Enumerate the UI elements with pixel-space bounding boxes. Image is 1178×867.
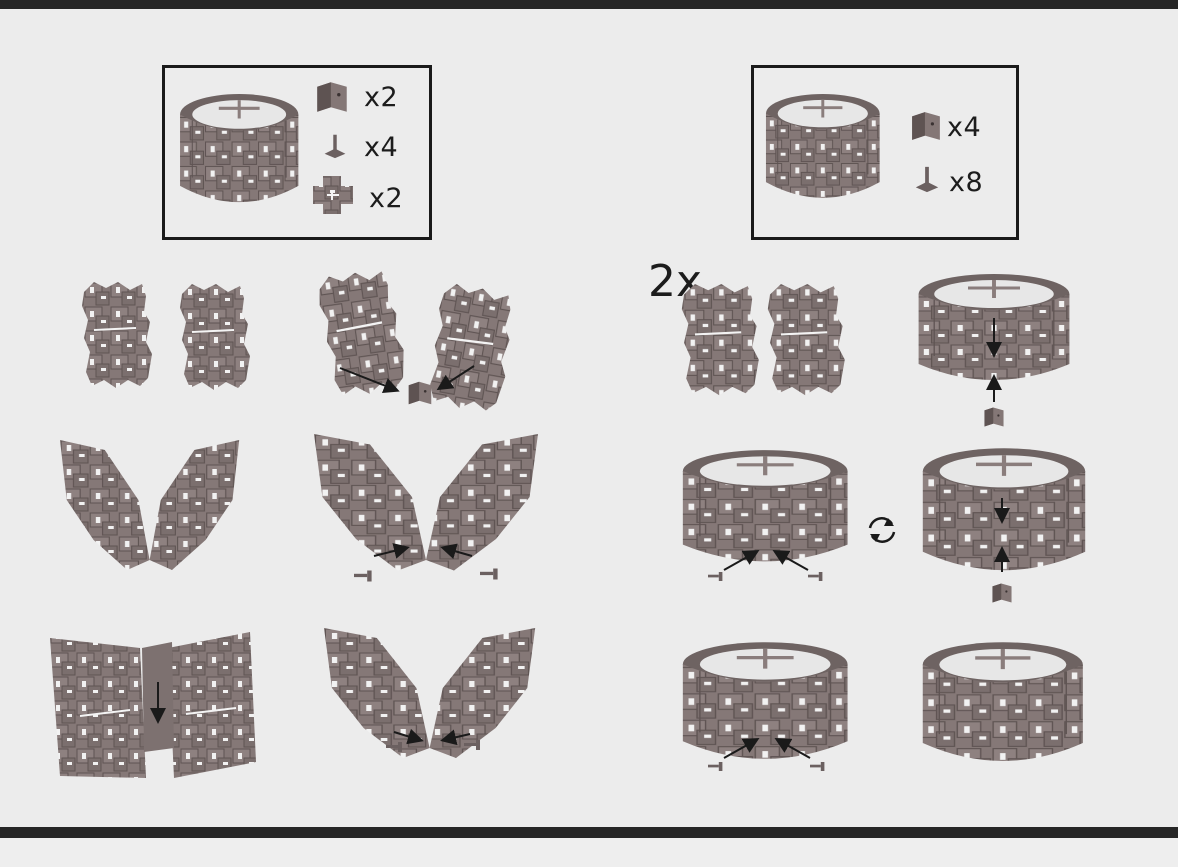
step-9-assembly — [683, 450, 848, 581]
left-box-pin-icon — [325, 135, 346, 158]
step-2-assembly — [316, 268, 520, 415]
step-12-finished-ring — [923, 642, 1083, 761]
right-box-bracket-icon — [912, 112, 940, 140]
left-box-assembled-ring — [180, 94, 298, 202]
left-box-cross-panel-icon — [313, 176, 353, 214]
step-6-assembly — [324, 628, 535, 758]
step-7-assembly — [682, 284, 845, 395]
step-10-assembly — [923, 448, 1085, 602]
step-4-assembly — [314, 434, 538, 582]
left-box-bracket-icon — [317, 82, 346, 111]
step-3-assembly — [60, 440, 239, 570]
right-box-pin-icon — [916, 167, 938, 192]
step-11-assembly — [683, 642, 848, 771]
step-1-panel-b — [180, 284, 250, 390]
step-8-assembly — [919, 274, 1070, 427]
step-1-panel-a — [82, 282, 152, 388]
right-box-assembled-ring — [766, 94, 880, 198]
rotate-icon — [870, 518, 894, 542]
step-5-assembly — [50, 632, 256, 778]
